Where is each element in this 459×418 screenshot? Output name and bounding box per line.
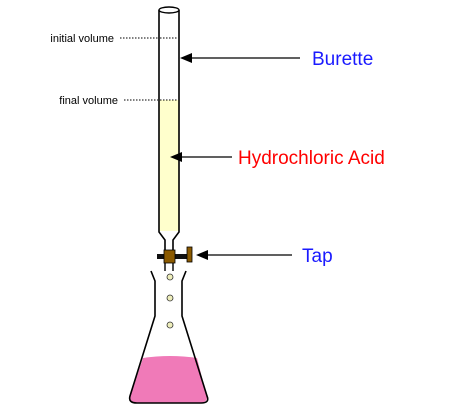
- conical-flask-icon: [128, 270, 209, 404]
- stopcock-icon: [157, 246, 193, 271]
- burette-icon: [158, 6, 180, 252]
- tap-label: Tap: [302, 246, 333, 267]
- burette-rim: [158, 6, 180, 14]
- hydrochloric-acid-label: Hydrochloric Acid: [238, 148, 385, 169]
- acid-drops: [166, 273, 174, 329]
- label-pointers: [120, 37, 300, 260]
- flask-liquid: [130, 356, 207, 403]
- burette-label: Burette: [312, 49, 373, 70]
- final-volume-label: final volume: [59, 95, 118, 107]
- initial-volume-label: initial volume: [50, 33, 114, 45]
- acid-column: [159, 100, 179, 231]
